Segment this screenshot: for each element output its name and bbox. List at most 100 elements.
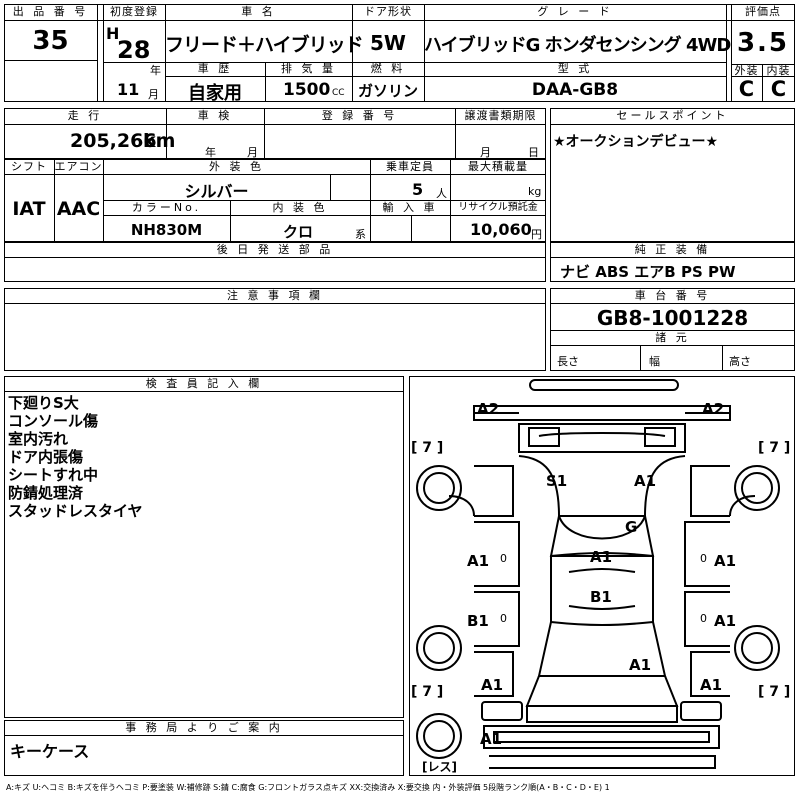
tire-front-left: [ 7 ]: [411, 440, 444, 456]
door-value: 5W: [370, 31, 406, 55]
mark-fender-left: A1: [467, 552, 490, 570]
mark-hood-right: A1: [634, 472, 657, 490]
sales-label: セールスポイント: [616, 109, 729, 122]
fuel-label: 燃 料: [370, 62, 406, 75]
score-value: 3.5: [736, 28, 790, 58]
mark-fender-right: A1: [714, 552, 737, 570]
history-value: 自家用: [188, 83, 242, 104]
specs-label: 諸 元: [655, 331, 690, 344]
load-unit: kg: [528, 185, 542, 198]
mark-roof: A1: [590, 548, 613, 566]
displacement-label: 排 気 量: [281, 62, 336, 75]
color-no-label: カラーNo.: [131, 201, 202, 214]
car-name-label: 車 名: [241, 5, 276, 18]
mark-hood-left: S1: [546, 472, 568, 490]
equipment-value: ナビ ABS エアB PS PW: [560, 263, 736, 281]
exterior-value: C: [738, 77, 755, 101]
inspector-note: スタッドレスタイヤ: [8, 502, 143, 520]
displacement-value: 1500: [283, 80, 331, 100]
mark-front-left: A2: [477, 400, 500, 418]
tire-rear-left: [ 7 ]: [411, 684, 444, 700]
mileage-label: 走 行: [67, 109, 103, 122]
month-value: 11: [117, 80, 140, 99]
grade-value: ハイブリッドG ホンダセンシング 4WD: [424, 35, 731, 56]
mark-zero-left-2: 0: [500, 612, 507, 625]
transfer-month-unit: 月: [480, 146, 491, 159]
interior-label: 内装: [766, 64, 791, 77]
inspection-year-unit: 年: [205, 146, 216, 159]
transfer-day-unit: 日: [528, 146, 539, 159]
inspector-note: ドア内張傷: [8, 448, 84, 466]
tire-rear-right: [ 7 ]: [758, 684, 791, 700]
spare-tire-label: [レス]: [422, 760, 457, 774]
lot-value: 35: [32, 26, 69, 56]
mark-front-right: A2: [702, 400, 725, 418]
mark-rear-left: A1: [481, 676, 504, 694]
sales-point-box: [550, 108, 795, 242]
chassis-box: [550, 288, 795, 371]
office-label: 事 務 局 よ り ご 案 内: [125, 721, 283, 734]
inspector-note: 下廻りS大: [8, 394, 79, 412]
mark-bottom: A1: [480, 730, 503, 748]
inspector-note: コンソール傷: [8, 412, 99, 430]
first-reg-label: 初度登録: [110, 5, 158, 18]
interior-color-value: クロ: [283, 223, 314, 241]
year-value: 28: [117, 36, 151, 64]
caution-box: [4, 288, 546, 371]
inspection-month-unit: 月: [247, 146, 258, 159]
car-name-value: フリード＋ハイブリッド: [165, 34, 364, 56]
mark-rear-center: A1: [629, 656, 652, 674]
equipment-box: [550, 242, 795, 282]
caution-label: 注 意 事 項 欄: [227, 289, 323, 302]
grade-label: グ レ ー ド: [537, 5, 613, 18]
tire-front-right: [ 7 ]: [758, 440, 791, 456]
history-label: 車 歴: [197, 62, 233, 75]
lot-label: 出 品 番 号: [12, 5, 89, 18]
legend-text: A:キズ U:ヘコミ B:キズを伴うヘコミ P:要塗装 W:補修跡 S:錆 C:…: [6, 783, 610, 792]
office-value: キーケース: [10, 742, 90, 761]
model-label: 型 式: [557, 62, 593, 75]
shift-value: IAT: [12, 198, 46, 220]
recycle-unit: 円: [531, 228, 542, 241]
inspector-label: 検 査 員 記 入 欄: [145, 377, 263, 390]
transfer-label: 譲渡書類期限: [464, 109, 537, 122]
recycle-label: リサイクル預託金: [458, 202, 538, 213]
later-parts-label: 後 日 発 送 部 品: [216, 243, 334, 256]
registration-label: 登 録 番 号: [321, 109, 398, 122]
damage-diagram-box: [409, 376, 795, 776]
fuel-value: ガソリン: [357, 82, 418, 100]
inspector-note: 室内汚れ: [8, 430, 69, 448]
door-label: ドア形状: [364, 5, 412, 18]
interior-color-unit: 系: [355, 228, 366, 241]
office-box: [4, 720, 404, 776]
capacity-value: 5: [412, 180, 424, 199]
era-value: H: [106, 24, 120, 43]
color-label: 外 装 色: [209, 160, 264, 173]
mark-rear-right: A1: [700, 676, 723, 694]
sales-value: ★オークションデビュー★: [553, 134, 719, 150]
mark-door-left: B1: [467, 612, 489, 630]
mark-door-center: B1: [590, 588, 612, 606]
capacity-unit: 人: [436, 187, 447, 200]
mark-door-right: A1: [714, 612, 737, 630]
capacity-label: 乗車定員: [386, 160, 434, 173]
interior-value: C: [770, 77, 787, 101]
recycle-value: 10,060: [470, 220, 532, 239]
year-unit: 年: [150, 64, 161, 77]
color-value: シルバー: [184, 182, 249, 201]
car-diagram: [416, 379, 780, 769]
displacement-unit: CC: [332, 88, 345, 98]
month-unit: 月: [148, 88, 159, 101]
length-label: 長さ: [557, 355, 579, 368]
mileage-value: 205,266: [70, 130, 157, 152]
width-label: 幅: [649, 355, 660, 368]
mark-zero-right-2: 0: [700, 612, 707, 625]
chassis-value: GB8-1001228: [596, 306, 749, 330]
model-value: DAA-GB8: [531, 80, 619, 100]
shift-label: シフト: [11, 160, 47, 173]
chassis-label: 車 台 番 号: [634, 289, 711, 302]
equipment-label: 純 正 装 備: [634, 243, 711, 256]
inspector-notes: 下廻りS大 コンソール傷 室内汚れ ドア内張傷 シートすれ中 防錆処理済 スタッ…: [8, 394, 398, 520]
mark-zero-left: 0: [500, 552, 507, 565]
exterior-label: 外装: [734, 64, 759, 77]
